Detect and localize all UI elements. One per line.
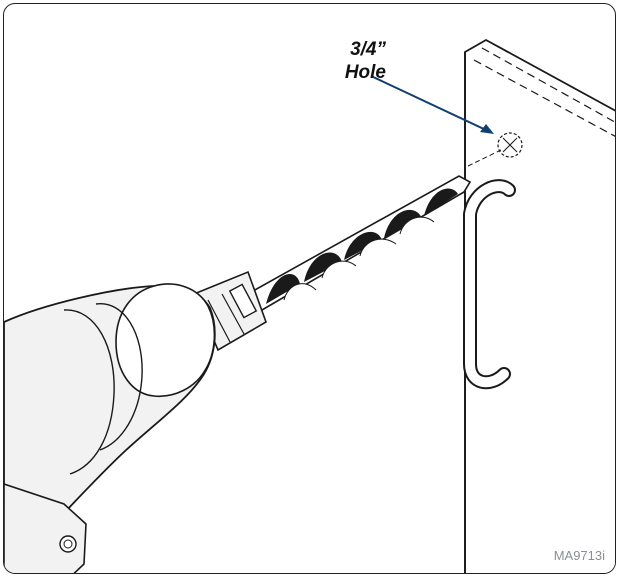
drill-illustration xyxy=(4,38,615,573)
door-handle xyxy=(463,179,516,390)
illustration-frame: 3/4” Hole MA9713i xyxy=(3,3,616,574)
hole-word-text: Hole xyxy=(344,62,386,83)
side-panel xyxy=(464,38,615,573)
drill-body xyxy=(4,283,216,573)
hole-size-text: 3/4” xyxy=(350,39,386,60)
figure-id: MA9713i xyxy=(553,548,605,563)
drill-bit xyxy=(242,175,472,311)
callout-leader xyxy=(370,75,494,134)
hole-target xyxy=(467,132,523,167)
hole-callout-label: 3/4” Hole xyxy=(296,38,386,84)
